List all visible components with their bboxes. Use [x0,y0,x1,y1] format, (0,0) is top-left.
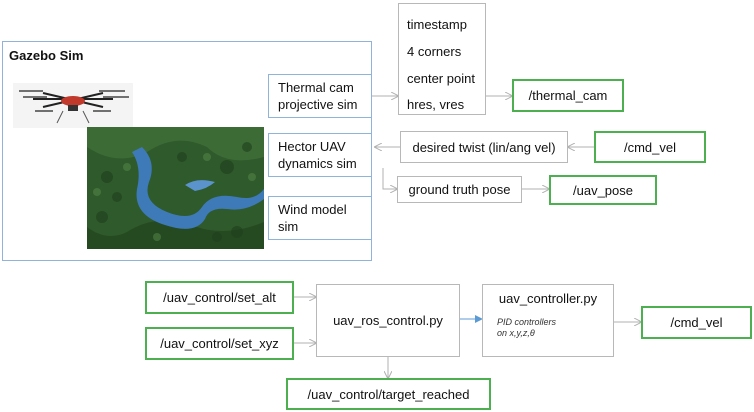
uav-controller-note: PID controllers on x,y,z,θ [497,317,557,338]
ground-truth-pose-box: ground truth pose [397,176,522,203]
edge-hector-to-pose [382,168,397,189]
gazebo-sim-title: Gazebo Sim [9,48,84,63]
thermal-cam-topic: /thermal_cam [512,79,624,112]
hector-uav-sim-block: Hector UAV dynamics sim [268,133,372,177]
terrain-image [87,127,264,249]
cmd-vel-topic-bottom: /cmd_vel [641,306,752,339]
thermal-fields-box: timestamp 4 corners center point hres, v… [398,3,486,115]
uav-ros-control-node: uav_ros_control.py [316,284,460,357]
wind-model-sim-block: Wind model sim [268,196,372,240]
set-alt-topic: /uav_control/set_alt [145,281,294,314]
thermal-field-resolution: hres, vres [407,97,465,112]
desired-twist-box: desired twist (lin/ang vel) [400,131,568,163]
thermal-field-corners: 4 corners [407,44,462,59]
uav-controller-node: uav_controller.py PID controllers on x,y… [482,284,614,357]
uav-controller-title: uav_controller.py [498,291,598,306]
target-reached-topic: /uav_control/target_reached [286,378,491,410]
thermal-field-timestamp: timestamp [407,17,467,32]
set-xyz-topic: /uav_control/set_xyz [145,327,294,360]
uav-pose-topic: /uav_pose [549,175,657,205]
thermal-field-center: center point [407,71,475,86]
drone-image [13,83,133,128]
thermal-cam-sim-block: Thermal cam projective sim [268,74,372,118]
cmd-vel-topic-top: /cmd_vel [594,131,706,163]
